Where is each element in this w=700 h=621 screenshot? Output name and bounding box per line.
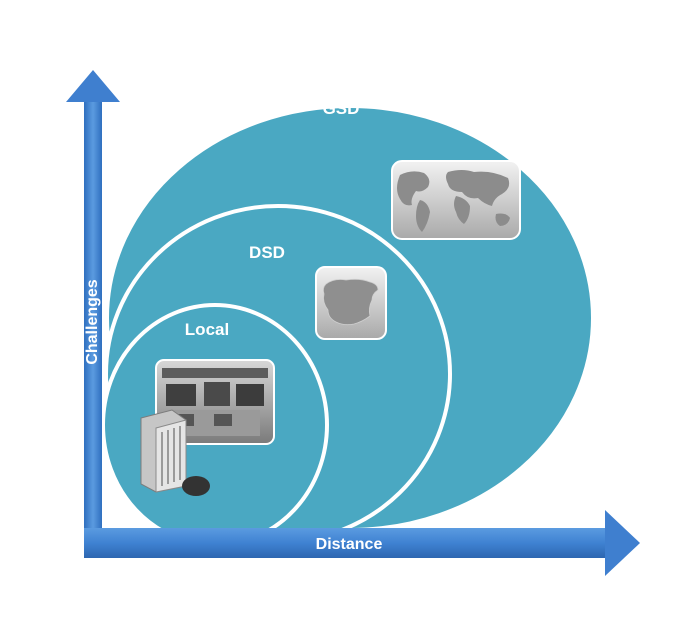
gsd-label: GSD bbox=[323, 99, 360, 118]
country-map-icon bbox=[315, 266, 387, 340]
dsd-label: DSD bbox=[249, 243, 285, 262]
challenges-axis-arrow bbox=[66, 70, 120, 558]
world-map-icon bbox=[391, 160, 521, 240]
cable-bundle-icon bbox=[182, 476, 210, 496]
distance-axis-arrow bbox=[84, 510, 640, 576]
server-tower-icon bbox=[140, 409, 210, 496]
x-axis-label: Distance bbox=[316, 536, 383, 553]
local-label: Local bbox=[185, 320, 229, 339]
y-axis-label: Challenges bbox=[84, 279, 101, 364]
